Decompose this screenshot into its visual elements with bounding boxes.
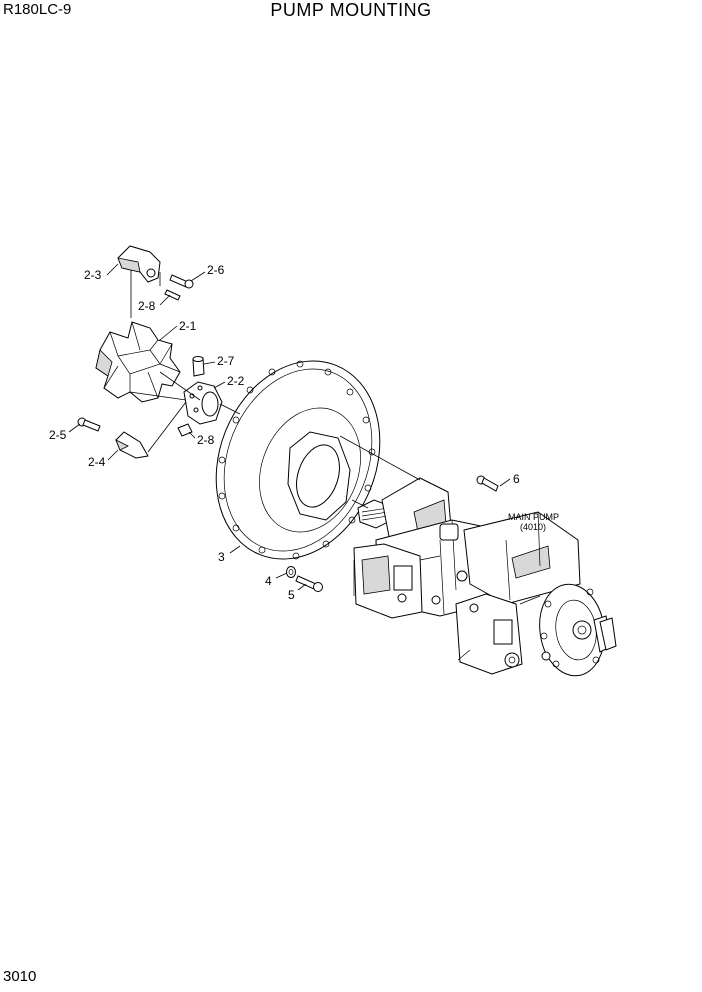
callout-2-1: 2-1 (179, 319, 197, 333)
callout-4: 4 (265, 574, 272, 588)
part-2-1-coupling-element (95, 321, 181, 403)
part-5-bolt (295, 575, 323, 592)
page-number: 3010 (3, 968, 37, 985)
callout-2-7: 2-7 (217, 354, 235, 368)
page-title: PUMP MOUNTING (270, 0, 432, 20)
part-2-8-pin-lower (177, 423, 193, 437)
callout-2-2: 2-2 (227, 374, 245, 388)
part-4-washer (286, 566, 296, 578)
part-2-7-set-screw (192, 356, 205, 377)
part-6-bolt (476, 475, 499, 492)
main-pump-label: MAIN PUMP (508, 512, 559, 522)
part-2-6-bolt (169, 274, 194, 289)
part-2-5-bolt (77, 417, 101, 432)
callout-2-5: 2-5 (49, 428, 67, 442)
part-2-2-hub (183, 381, 223, 425)
callout-2-8-lower: 2-8 (197, 433, 215, 447)
callout-2-8-upper: 2-8 (138, 299, 156, 313)
callout-2-4: 2-4 (88, 455, 106, 469)
callout-5: 5 (288, 588, 295, 602)
part-2-8-pin-upper (164, 289, 181, 301)
model-code: R180LC-9 (3, 1, 72, 18)
main-pump-assembly (353, 477, 617, 677)
part-2-3-clamp (117, 245, 161, 283)
part-2-4-wedge (115, 431, 149, 459)
callout-2-6: 2-6 (207, 263, 225, 277)
main-pump-ref: (4010) (520, 522, 546, 532)
callout-3: 3 (218, 550, 225, 564)
leader-lines (68, 263, 511, 591)
callout-6: 6 (513, 472, 520, 486)
callout-labels: 2-3 2-6 2-8 2-1 2-7 2-2 2-5 2-8 2-4 3 4 … (49, 263, 559, 602)
callout-2-3: 2-3 (84, 268, 102, 282)
part-3-flange (215, 360, 381, 560)
